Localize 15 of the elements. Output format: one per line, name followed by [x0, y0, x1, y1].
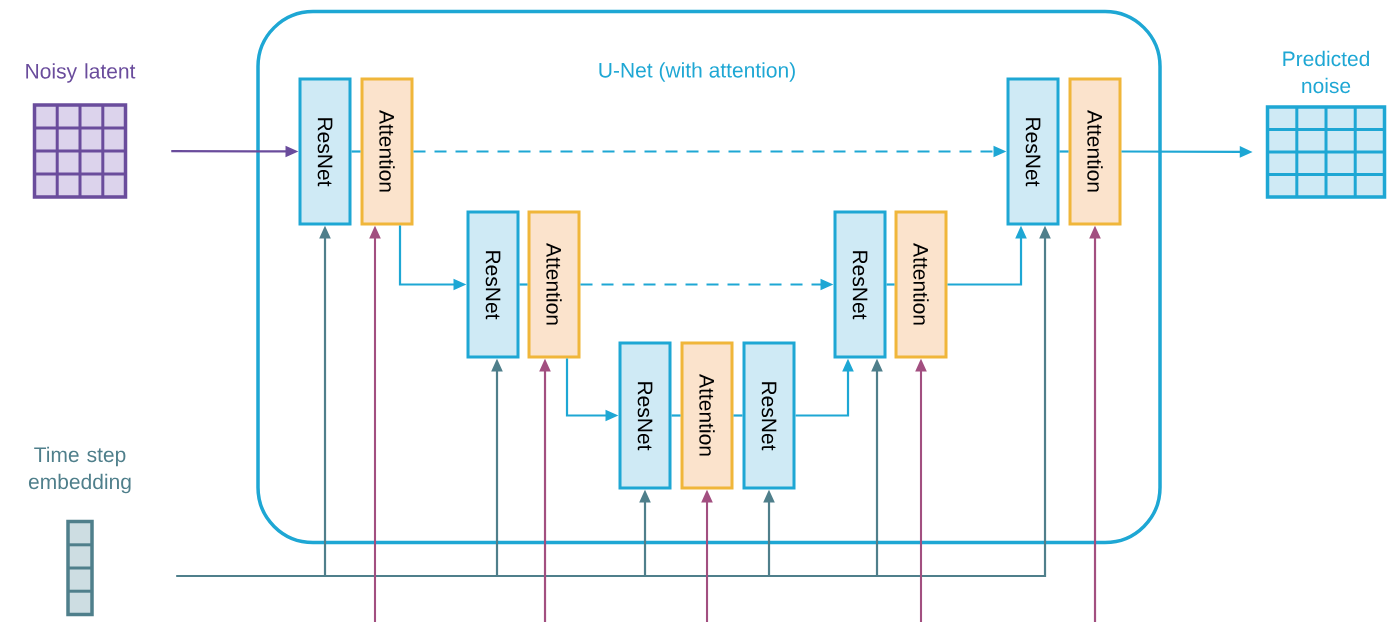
attention-block: Attention: [894, 210, 948, 359]
resnet-block: ResNet: [1006, 77, 1060, 226]
resnet-block: ResNet: [833, 210, 887, 359]
node-heading: Time step embedding: [28, 446, 131, 494]
attention-block: Attention: [360, 77, 414, 226]
resnet-block: ResNet: [618, 341, 672, 490]
resnet-block: ResNet: [298, 77, 352, 226]
resnet-block: ResNet: [466, 210, 520, 359]
attention-block: Attention: [527, 210, 581, 359]
node-heading: Noisy latent: [26, 63, 136, 83]
node-heading: Predicted noise: [1283, 50, 1369, 94]
attention-block: Attention: [680, 341, 734, 490]
attention-block: Attention: [1068, 77, 1122, 226]
frame-title: U-Net (with attention): [599, 62, 795, 82]
resnet-block: ResNet: [742, 341, 796, 490]
